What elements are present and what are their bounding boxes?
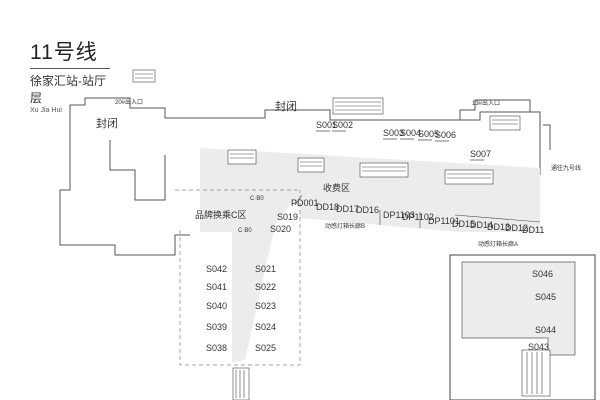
ad-slot-label: S004 — [400, 128, 421, 138]
ad-slot-label: S020 — [270, 224, 291, 234]
platform-small-label-b: C·B0 — [238, 228, 252, 234]
ad-slot-label: S006 — [435, 130, 456, 140]
escalator-bottom-left — [232, 367, 250, 400]
escalator-4 — [444, 169, 494, 185]
ad-slot-label: DD11 — [522, 225, 544, 235]
map-header: 11号线 徐家汇站-站厅层 Xu Jia Hui — [30, 36, 110, 114]
ad-slot-label: S045 — [535, 292, 556, 302]
ad-slot-label: DD12 — [505, 223, 528, 233]
ad-slot-label: DD15 — [452, 219, 475, 229]
fare-area-label: 收费区 — [323, 182, 350, 193]
station-name-en: Xu Jia Hui — [30, 107, 62, 114]
ad-slot-label: PD001 — [291, 198, 319, 208]
ad-slot-label: S042 — [206, 264, 227, 274]
escalator-top-left — [132, 69, 156, 83]
closed-left-label: 封闭 — [96, 116, 118, 130]
ad-slot-label: S002 — [332, 120, 353, 130]
ad-slot-label: S046 — [532, 269, 553, 279]
escalator-2 — [297, 157, 325, 173]
closed-top-label: 封闭 — [275, 99, 297, 113]
ad-slot-label: S039 — [206, 322, 227, 332]
ad-slot-label: DD16 — [356, 205, 379, 215]
ad-slot-label: DD13 — [487, 222, 510, 232]
gate-group-b-label: 动感灯箱长廊B — [325, 222, 365, 230]
ad-slot-label: S003 — [383, 128, 404, 138]
ad-slot-label: S007 — [470, 149, 491, 159]
ad-slot-label: S040 — [206, 301, 227, 311]
fare-gates — [294, 194, 541, 228]
ad-slot-label: S025 — [255, 343, 276, 353]
ad-slot-label: S022 — [255, 282, 276, 292]
gate-group-a-label: 动感灯箱长廊A — [478, 240, 518, 248]
ad-slot-label: S024 — [255, 322, 276, 332]
ad-slot-label: DD18 — [316, 202, 339, 212]
escalator-3 — [359, 162, 409, 178]
inset-map — [449, 254, 596, 400]
concourse-paid-area — [175, 148, 540, 366]
ad-slot-label: S023 — [255, 301, 276, 311]
ad-slot-label: S044 — [535, 325, 556, 335]
escalator-top-right — [489, 115, 521, 131]
exit-13-label: 13#出入口 — [472, 99, 500, 107]
ad-slot-label: DD17 — [336, 204, 359, 214]
line-title: 11号线 — [30, 41, 98, 64]
ad-slot-label: S021 — [255, 264, 276, 274]
concourse-walls — [59, 97, 551, 256]
ad-slot-label: S043 — [528, 342, 549, 352]
ad-slot-label: S038 — [206, 343, 227, 353]
ad-slot-label: S041 — [206, 282, 227, 292]
ad-slot-label: S001 — [316, 120, 337, 130]
ad-slot-label: DP1101 — [428, 216, 460, 226]
ad-slot-label: DP1102 — [402, 212, 434, 222]
line9-transfer-label: 通往九号线 — [551, 164, 581, 172]
exit-20-label: 20#出入口 — [115, 98, 143, 106]
ad-slot-label: DP1103 — [383, 210, 415, 220]
escalator-top-center — [332, 97, 384, 115]
ad-slot-label: S005 — [418, 129, 439, 139]
escalator-1 — [227, 149, 257, 165]
brand-zone-label: 品牌换乘C区 — [195, 209, 247, 220]
escalators — [132, 69, 521, 400]
platform-small-label-a: C·B0 — [250, 196, 264, 202]
station-name-cn: 徐家汇站-站厅层 — [30, 68, 110, 106]
ad-slot-label: S019 — [277, 212, 298, 222]
ad-slot-label: DD14 — [470, 220, 493, 230]
